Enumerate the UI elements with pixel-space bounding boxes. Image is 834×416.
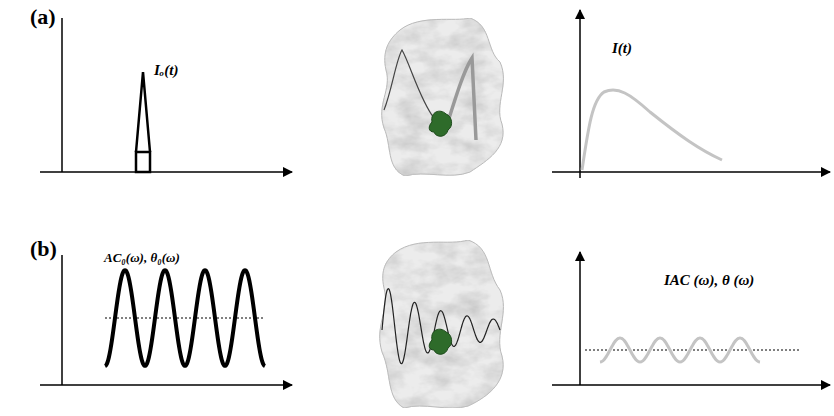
signal-label: Iₒ(t) — [154, 62, 178, 79]
panel-label: (a) — [30, 4, 56, 30]
detected-wave — [600, 338, 760, 362]
dc-level — [105, 318, 265, 319]
tissue — [382, 18, 504, 176]
tissue — [380, 240, 504, 408]
axes — [40, 18, 292, 172]
axes — [552, 10, 830, 178]
detected-pulse — [582, 90, 722, 170]
modulated-source — [105, 270, 265, 366]
axes — [40, 255, 292, 385]
signal-label: I(t) — [612, 40, 632, 57]
axes — [552, 252, 830, 385]
panel-label: (b) — [30, 236, 57, 262]
signal-label: IAC (ω), θ (ω) — [664, 272, 754, 289]
light-pulse — [136, 72, 150, 172]
signal-label: AC₀(ω), θ₀(ω) — [104, 250, 180, 266]
dc-level — [585, 350, 800, 351]
